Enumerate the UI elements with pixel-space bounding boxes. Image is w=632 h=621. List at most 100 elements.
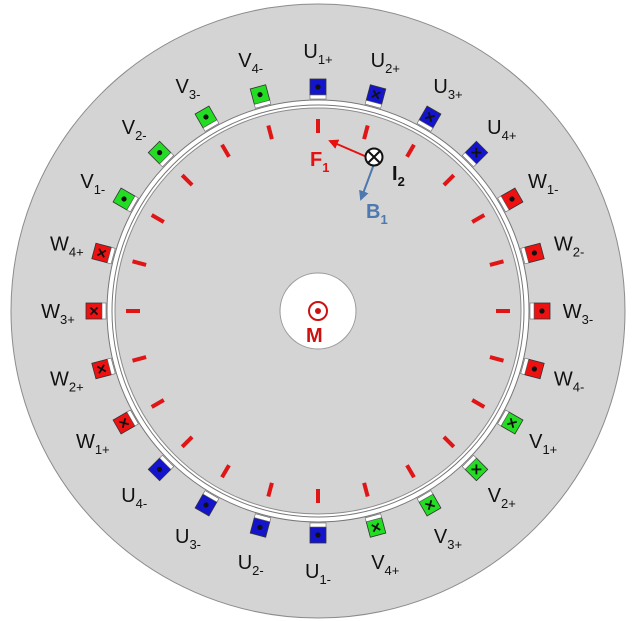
coil-v1plus (497, 409, 524, 435)
coil-label-phase: W (528, 171, 547, 193)
rotor-tooth (442, 173, 456, 187)
coil-w4plus (91, 242, 116, 265)
coil-v4minus (249, 84, 272, 109)
rotor-tooth (362, 124, 370, 140)
coil-label-phase: U (175, 526, 189, 548)
rotor-tooth (405, 464, 416, 479)
coil-label-phase: V (122, 117, 136, 139)
shaft-dot-circle-icon (308, 301, 328, 321)
force-vector-arrow (328, 139, 368, 158)
coil-label-phase: W (76, 431, 95, 453)
coil-label-phase: V (529, 431, 543, 453)
flux-vector-letter: B (366, 201, 380, 223)
current-out-dot-icon (315, 532, 321, 538)
coil-u2minus (249, 513, 272, 538)
coil-label-phase: V (371, 552, 385, 574)
coil-label-phase: U (303, 41, 317, 63)
rotor-tooth (180, 435, 194, 449)
coil-label-phase: W (554, 368, 573, 390)
current-subscript: 2 (398, 174, 405, 189)
coil-label: W4- (554, 368, 584, 394)
coil-w3plus (85, 302, 107, 320)
shaft-dot-icon (315, 308, 321, 314)
rotor-tooth (489, 259, 505, 267)
coil-u3plus (416, 105, 442, 132)
coil-label-index: 1+ (95, 442, 110, 457)
coil-label: W3+ (41, 301, 75, 327)
coil-label-index: 4- (573, 379, 585, 394)
rotor-tooth (131, 355, 147, 363)
coil-label-phase: U (305, 561, 319, 583)
current-in-cross-icon (371, 89, 381, 100)
rotor-tooth (180, 173, 194, 187)
current-in-cross-icon (471, 147, 482, 158)
coil-label-phase: U (433, 76, 447, 98)
coil-w4minus (520, 357, 545, 380)
coil-label-index: 3+ (60, 312, 75, 327)
current-out-dot-icon (509, 196, 515, 202)
rotor-tooth (471, 398, 486, 409)
coil-w3minus (529, 302, 551, 320)
current-in-cross-icon (89, 306, 99, 316)
flux-vector-arrow (359, 163, 375, 201)
coil-label: V3+ (434, 526, 462, 552)
current-in-cross-icon (424, 499, 436, 511)
coil-label-index: 3+ (448, 87, 463, 102)
coil-v1minus (112, 187, 139, 213)
coil-label-phase: W (563, 301, 582, 323)
coil-label-index: 1- (319, 572, 331, 587)
coil-label-index: 4- (136, 496, 148, 511)
coil-label-index: 4+ (69, 245, 84, 260)
current-out-dot-icon (531, 366, 538, 372)
coil-label: V1+ (529, 431, 557, 457)
coil-label-index: 4+ (502, 128, 517, 143)
coil-label-phase: V (238, 50, 252, 72)
rotor-tooth (150, 398, 165, 409)
coil-u1plus (309, 78, 327, 100)
conductor-vectors: F 1 B1 I2 (310, 139, 405, 227)
coil-label-phase: U (238, 552, 252, 574)
coil-v4plus (364, 513, 387, 538)
coil-label-index: 2- (135, 128, 147, 143)
current-out-dot-icon (157, 150, 163, 156)
coil-label: V1- (80, 171, 105, 197)
coil-label-index: 2+ (501, 496, 516, 511)
coil-label: U2- (238, 552, 264, 578)
current-letter: I (392, 163, 398, 185)
rotor-teeth (126, 119, 510, 503)
coil-label-phase: W (41, 301, 60, 323)
coil-w1plus (112, 409, 139, 435)
rotor-tooth (266, 124, 274, 140)
coil-label: U3- (175, 526, 201, 552)
rotor-tooth (442, 435, 456, 449)
current-out-dot-icon (531, 250, 538, 256)
flux-vector-subscript: 1 (380, 212, 387, 227)
rotor-tooth (471, 213, 486, 224)
current-out-dot-icon (121, 196, 127, 202)
rotor-tooth (220, 464, 231, 479)
force-vector-letter: F (310, 149, 322, 171)
coil-label: W4+ (50, 234, 84, 260)
coil-label-index: 2- (573, 245, 585, 260)
coil-v3minus (194, 105, 220, 132)
rotor-tooth (489, 355, 505, 363)
coil-label-index: 3- (189, 87, 201, 102)
coil-label: V4- (238, 50, 263, 76)
current-in-cross-icon (424, 111, 436, 123)
coil-labels: U1+U2+U3+U4+W1-W2-W3-W4-V1+V2+V3+V4+U1-U… (41, 41, 593, 587)
coil-label-index: 1+ (318, 52, 333, 67)
current-in-cross-icon (471, 464, 482, 475)
coil-label: U4+ (487, 117, 516, 143)
current-in-cross-icon (96, 248, 107, 258)
coil-label-index: 3+ (447, 537, 462, 552)
coil-v2minus (147, 140, 175, 168)
shaft-label: M (306, 325, 323, 347)
current-in-cross-icon (118, 417, 130, 429)
coil-label: W3- (563, 301, 593, 327)
coil-label: W2- (554, 234, 584, 260)
coil-label-index: 4- (252, 61, 264, 76)
coil-w2minus (520, 242, 545, 265)
flux-vector-label: B1 (366, 201, 388, 227)
coil-label-index: 2- (252, 563, 264, 578)
